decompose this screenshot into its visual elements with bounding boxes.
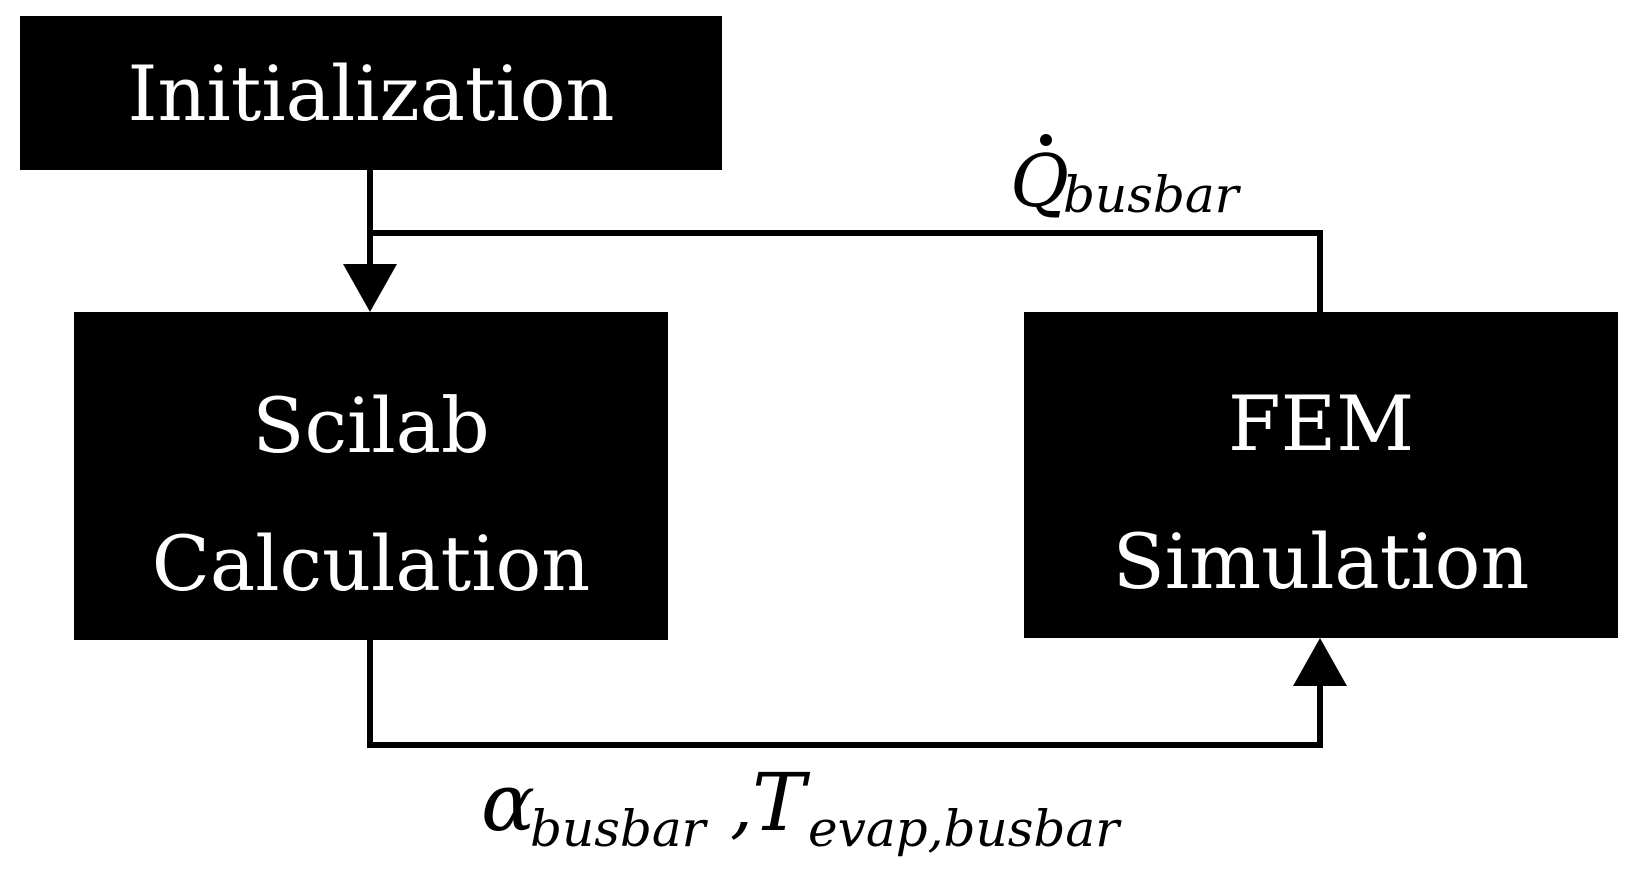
fem-label-line2: Simulation bbox=[1113, 517, 1530, 606]
fem-node: FEM Simulation bbox=[1024, 312, 1618, 638]
arrowhead-up bbox=[1293, 638, 1347, 686]
fem-feedback-line bbox=[370, 230, 1323, 312]
scilab-node: Scilab Calculation bbox=[74, 312, 668, 640]
initialization-node: Initialization bbox=[20, 16, 722, 170]
alpha-symbol: α bbox=[481, 756, 535, 849]
scilab-box bbox=[74, 312, 668, 640]
heat-flow-dot bbox=[1040, 134, 1052, 146]
heat-flow-subscript: busbar bbox=[1063, 166, 1242, 224]
scilab-label-line2: Calculation bbox=[152, 519, 590, 608]
heat-flow-symbol: Q bbox=[1010, 139, 1069, 223]
heat-flow-label: Q busbar bbox=[1010, 134, 1242, 224]
alpha-subscript: busbar bbox=[530, 800, 709, 858]
label-separator: , bbox=[730, 763, 753, 847]
scilab-to-fem-line bbox=[367, 640, 1323, 748]
fem-label-line1: FEM bbox=[1228, 379, 1414, 468]
temperature-symbol: T bbox=[752, 756, 811, 849]
initialization-box bbox=[20, 16, 722, 170]
fem-box bbox=[1024, 312, 1618, 638]
connectors bbox=[367, 170, 1323, 748]
initialization-label: Initialization bbox=[128, 49, 615, 138]
temperature-subscript: evap,busbar bbox=[808, 800, 1122, 858]
arrowhead-down bbox=[343, 264, 397, 312]
scilab-label-line1: Scilab bbox=[252, 381, 489, 470]
transfer-label: α busbar , T evap,busbar bbox=[481, 756, 1122, 858]
